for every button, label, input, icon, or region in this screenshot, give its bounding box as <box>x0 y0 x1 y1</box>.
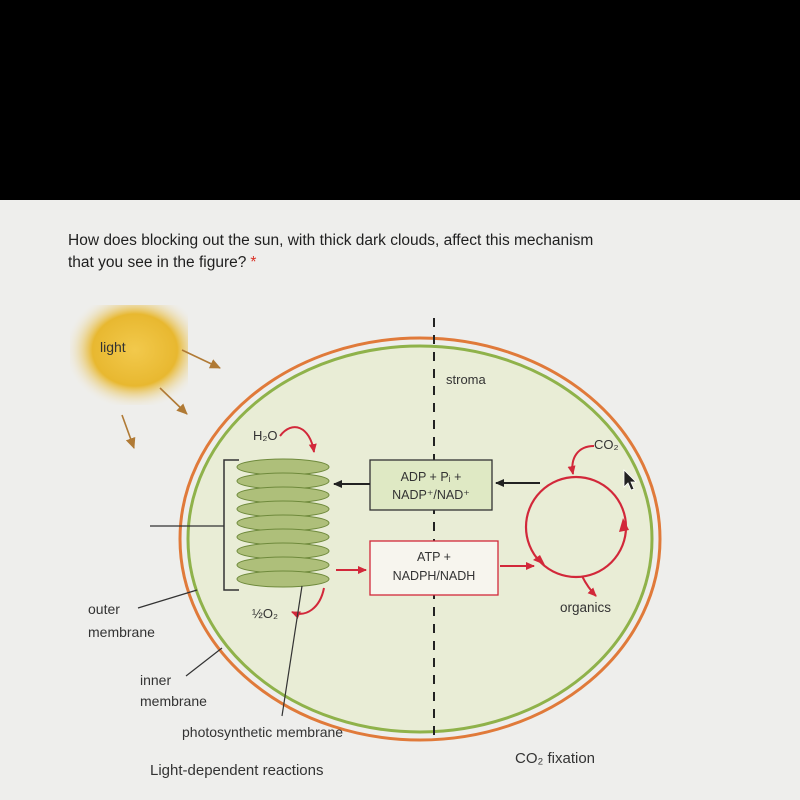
light-ray-arrow <box>181 349 221 369</box>
organics-arrow <box>581 575 597 597</box>
question-line-1: How does blocking out the sun, with thic… <box>68 232 594 249</box>
stroma-label: stroma <box>446 372 487 387</box>
h2o-label: H₂O <box>253 428 278 443</box>
atp-box <box>369 540 499 596</box>
mouse-cursor-icon <box>623 469 637 491</box>
inner-membrane-label-line-2: membrane <box>140 693 207 709</box>
cycle-arrowhead <box>533 555 545 565</box>
o2-arrow <box>291 587 325 619</box>
inner-membrane-label-line-1: inner <box>140 672 171 688</box>
co2-arrow <box>567 445 595 475</box>
photosynthetic-membrane-pointer <box>281 585 303 717</box>
atp-box-line-2: NADPH/NADH <box>393 569 476 583</box>
required-asterisk: * <box>250 254 257 271</box>
light-label: light <box>100 339 126 355</box>
light-ray-arrow <box>159 387 188 415</box>
inner-membrane-pointer <box>185 647 223 677</box>
adp-box <box>369 459 493 511</box>
inner-membrane <box>186 344 654 734</box>
question-text: How does blocking out the sun, with thic… <box>68 230 728 274</box>
adp-box-line-2: NADP⁺/NAD⁺ <box>392 488 470 502</box>
atp-box-line-1: ATP + <box>417 550 451 564</box>
granum-stack <box>236 458 330 588</box>
light-ray-arrow <box>121 414 136 449</box>
outer-membrane-pointer <box>137 589 198 609</box>
h2o-arrow <box>279 426 317 453</box>
photosynthetic-membrane-label: photosynthetic membrane <box>182 724 343 740</box>
organics-label: organics <box>560 600 611 615</box>
sun-shape <box>70 305 188 405</box>
granum-bracket <box>223 459 239 591</box>
adp-box-line-1: ADP + Pᵢ + <box>401 470 462 484</box>
outer-membrane-label-line-2: membrane <box>88 624 155 640</box>
half-o2-label: ½O₂ <box>252 606 278 621</box>
question-line-2: that you see in the figure? <box>68 254 247 271</box>
co2-fixation-label: CO₂ fixation <box>515 750 595 767</box>
outer-membrane <box>178 336 662 742</box>
cycle-arrowhead <box>619 518 629 532</box>
outer-membrane-label-line-1: outer <box>88 601 120 617</box>
light-dependent-label: Light-dependent reactions <box>150 762 323 779</box>
co2-label: CO₂ <box>594 437 619 452</box>
